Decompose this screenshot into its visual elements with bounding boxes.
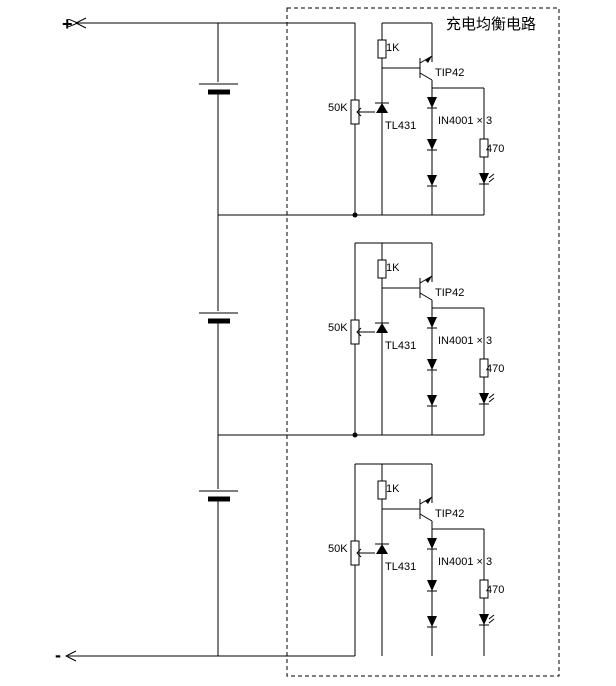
resistor-470 [479, 579, 489, 599]
resistor-470 [479, 138, 489, 158]
transistor-label: TIP42 [435, 508, 464, 520]
positive-terminal-label: + [62, 14, 73, 34]
indicator-led [479, 393, 495, 405]
transistor-label: TIP42 [435, 287, 464, 299]
diodes-label: IN4001 × 3 [438, 115, 492, 127]
battery-2 [198, 311, 240, 324]
balance-cell-1: 1K TIP42 50K TL431 IN4001 × 3 470 [328, 22, 504, 218]
transistor-tip42 [419, 275, 433, 301]
battery-1 [198, 82, 240, 95]
potentiometer-50k [350, 99, 360, 125]
negative-arrow-head [64, 650, 77, 662]
diode-string [427, 97, 437, 187]
resistor-470-label: 470 [486, 143, 504, 155]
balance-cell-3: 1K TIP42 50K TL431 IN4001 × 3 470 [328, 463, 504, 656]
potentiometer-50k [350, 319, 360, 345]
resistor-1k-label: 1K [386, 262, 400, 274]
battery-3 [198, 489, 240, 502]
positive-arrow-head [74, 17, 87, 29]
indicator-led [479, 173, 495, 185]
junction-dot [352, 432, 358, 438]
potentiometer-label: 50K [328, 543, 348, 555]
regulator-tl431 [375, 322, 389, 333]
diode-string [427, 538, 437, 628]
resistor-1k-label: 1K [386, 42, 400, 54]
regulator-label: TL431 [385, 340, 416, 352]
potentiometer-label: 50K [328, 102, 348, 114]
negative-terminal-label: - [55, 645, 61, 665]
balance-cell-2: 1K TIP42 50K TL431 IN4001 × 3 470 [328, 242, 504, 438]
junction-dot [352, 212, 358, 218]
transistor-tip42 [419, 496, 433, 522]
regulator-tl431 [375, 102, 389, 113]
resistor-470 [479, 358, 489, 378]
resistor-1k-2 [377, 259, 387, 279]
circuit-title: 充电均衡电路 [446, 16, 536, 33]
diodes-label: IN4001 × 3 [438, 335, 492, 347]
resistor-470-label: 470 [486, 363, 504, 375]
balancer-boundary [286, 7, 560, 677]
potentiometer-50k [350, 540, 360, 566]
diode-string [427, 317, 437, 407]
diodes-label: IN4001 × 3 [438, 556, 492, 568]
potentiometer-label: 50K [328, 322, 348, 334]
transistor-label: TIP42 [435, 67, 464, 79]
regulator-label: TL431 [385, 561, 416, 573]
regulator-label: TL431 [385, 120, 416, 132]
transistor-tip42 [419, 55, 433, 81]
resistor-1k-3 [377, 480, 387, 500]
indicator-led [479, 614, 495, 626]
resistor-1k-1 [377, 39, 387, 59]
resistor-1k-label: 1K [386, 483, 400, 495]
regulator-tl431 [375, 543, 389, 554]
resistor-470-label: 470 [486, 584, 504, 596]
